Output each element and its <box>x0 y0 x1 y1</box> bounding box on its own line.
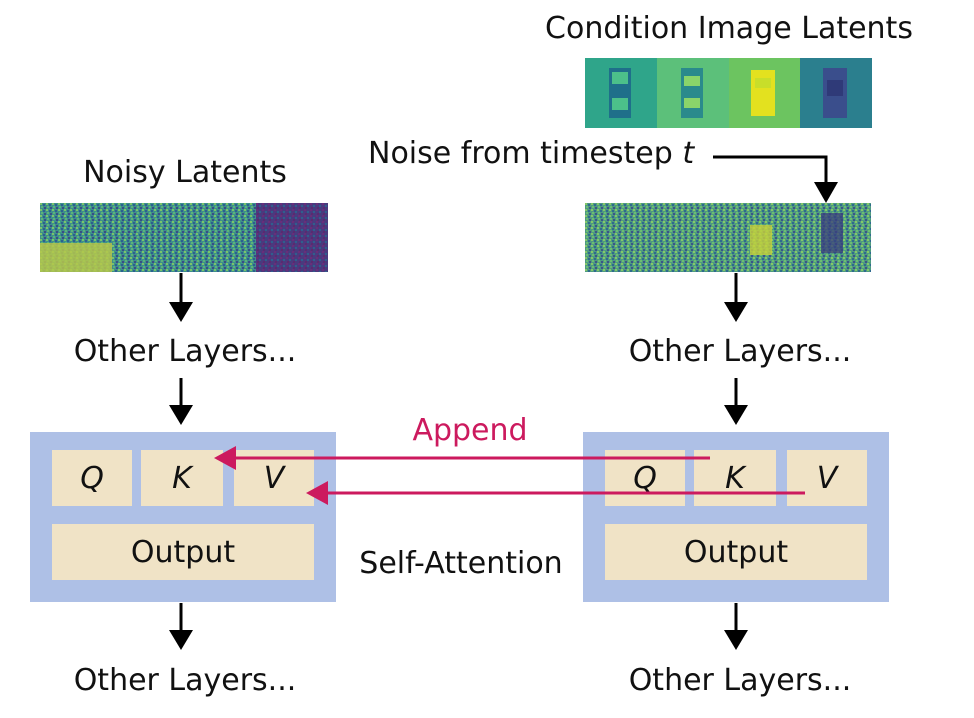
self-attention-label: Self-Attention <box>359 546 563 581</box>
arrow-right-3-head <box>724 630 748 650</box>
noise-label-text: Noise from timestep <box>368 136 673 171</box>
left-self-attention-block: Q K V Output <box>30 432 336 602</box>
noise-from-timestep-label: Noise from timestep t <box>368 139 694 169</box>
other-layers-left-bottom: Other Layers... <box>73 663 297 698</box>
right-output-cell: Output <box>605 524 867 580</box>
arrow-left-1-head <box>169 302 193 322</box>
right-self-attention-block: Q K V Output <box>583 432 889 602</box>
arrow-left-3-head <box>169 630 193 650</box>
arrow-right-2-head <box>724 405 748 425</box>
noisy-condition-latents-image <box>585 203 871 272</box>
other-layers-right-bottom: Other Layers... <box>628 663 852 698</box>
condition-latents-image <box>585 58 872 128</box>
right-v-cell: V <box>787 450 867 506</box>
noisy-latents-title: Noisy Latents <box>83 155 287 190</box>
noisy-latents-image <box>40 203 328 272</box>
left-k-cell: K <box>141 450 223 506</box>
right-q-cell: Q <box>605 450 685 506</box>
arrow-left-2-head <box>169 405 193 425</box>
timestep-variable: t <box>682 136 695 171</box>
condition-image-latents-title: Condition Image Latents <box>545 11 913 46</box>
noise-arrow <box>713 155 828 195</box>
append-label: Append <box>412 413 528 448</box>
other-layers-left-top: Other Layers... <box>73 334 297 369</box>
left-q-cell: Q <box>52 450 132 506</box>
arrow-right-1-head <box>724 302 748 322</box>
other-layers-right-top: Other Layers... <box>628 334 852 369</box>
right-k-cell: K <box>694 450 776 506</box>
left-v-cell: V <box>234 450 314 506</box>
left-output-cell: Output <box>52 524 314 580</box>
noise-arrowhead <box>814 182 838 203</box>
